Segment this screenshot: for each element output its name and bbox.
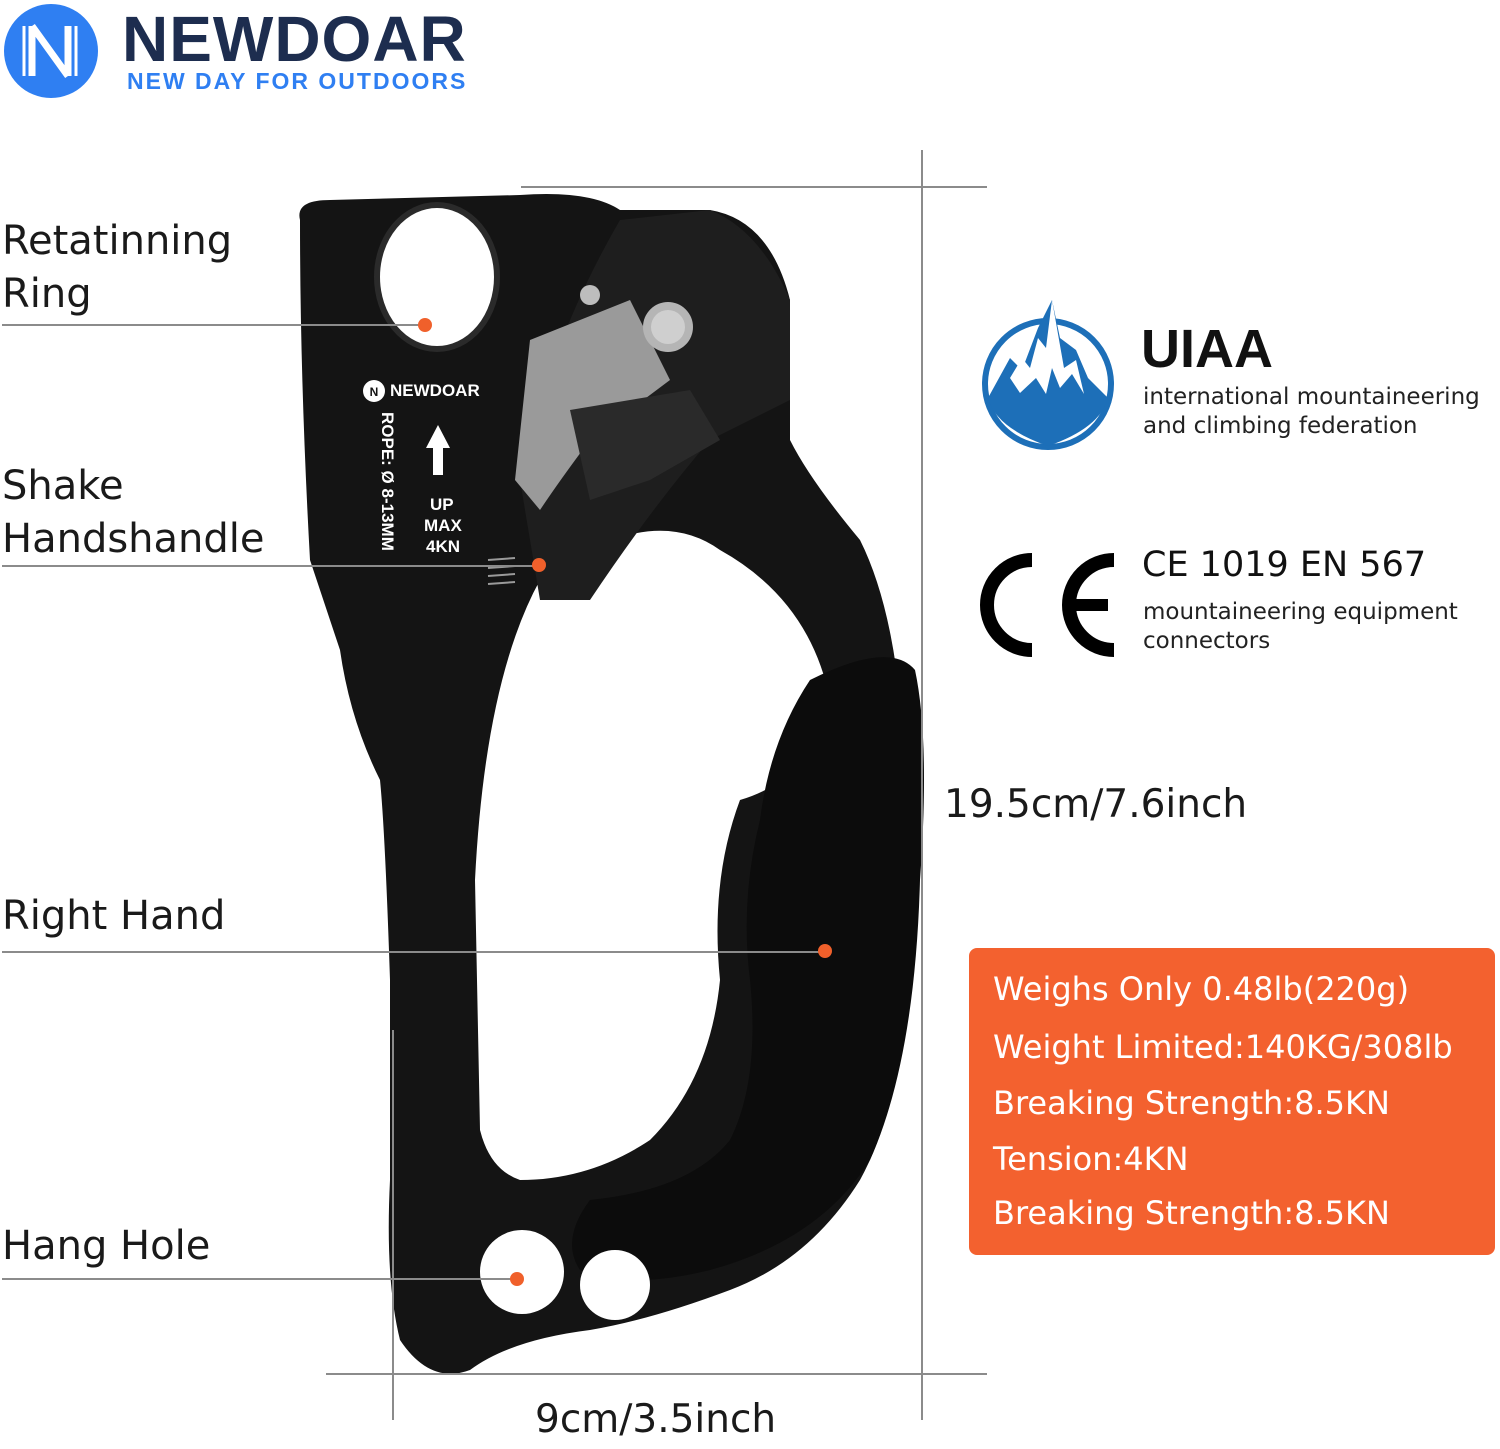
ce-description: mountaineering equipment connectors xyxy=(1143,599,1458,654)
dimension-top-line xyxy=(521,186,987,188)
dimension-width-label: 9cm/3.5inch xyxy=(535,1397,777,1442)
rope-ascender-illustration: N NEWDOAR ROPE: Ø 8-13MM UP MAX 4KN xyxy=(290,180,930,1380)
callout-hang-hole-label: Hang Hole xyxy=(2,1223,211,1269)
spec-breaking-strength: Breaking Strength:8.5KN xyxy=(993,1084,1390,1122)
callout-right-hand-label: Right Hand xyxy=(2,893,226,939)
specs-panel: Weighs Only 0.48lb(220g) Weight Limited:… xyxy=(969,948,1495,1255)
spec-breaking-strength-repeat: Breaking Strength:8.5KN xyxy=(993,1194,1390,1232)
brand-tagline: NEW DAY FOR OUTDOORS xyxy=(127,68,468,94)
callout-retaining-ring-line xyxy=(2,324,424,326)
callout-hang-hole-line xyxy=(2,1278,516,1280)
dimension-bottom-line xyxy=(326,1373,987,1375)
spec-weight: Weighs Only 0.48lb(220g) xyxy=(993,970,1410,1008)
brand-logo-icon xyxy=(2,2,100,100)
dimension-right-vertical-line xyxy=(921,150,923,1420)
uiaa-description: international mountaineering and climbin… xyxy=(1143,384,1480,439)
callout-shake-handle-dot xyxy=(532,558,546,572)
uiaa-title: UIAA xyxy=(1141,319,1273,379)
callout-shake-handle-label: Shake Handshandle xyxy=(2,463,265,562)
device-rope-engraving: ROPE: Ø 8-13MM xyxy=(378,412,397,551)
callout-right-hand-line xyxy=(2,951,824,953)
callout-right-hand-dot xyxy=(818,944,832,958)
ce-code: CE 1019 EN 567 xyxy=(1142,545,1427,585)
device-brand-engraving: NEWDOAR xyxy=(390,381,480,400)
callout-retaining-ring-label: Retatinning Ring xyxy=(2,218,233,317)
device-max-engraving: MAX xyxy=(424,516,462,535)
callout-retaining-ring-dot xyxy=(418,318,432,332)
ce-mark-icon xyxy=(976,552,1120,658)
svg-text:N: N xyxy=(370,385,379,399)
callout-shake-handle-line xyxy=(2,565,538,567)
spec-weight-limit: Weight Limited:140KG/308lb xyxy=(993,1028,1453,1066)
callout-hang-hole-dot xyxy=(510,1272,524,1286)
dimension-height-label: 19.5cm/7.6inch xyxy=(944,782,1248,827)
spec-tension: Tension:4KN xyxy=(993,1140,1189,1178)
uiaa-mountain-logo-icon xyxy=(980,298,1116,454)
brand-name: NEWDOAR xyxy=(122,3,467,75)
device-load-engraving: 4KN xyxy=(426,537,460,556)
device-up-engraving: UP xyxy=(430,495,454,514)
dimension-left-vertical-line xyxy=(392,1030,394,1420)
